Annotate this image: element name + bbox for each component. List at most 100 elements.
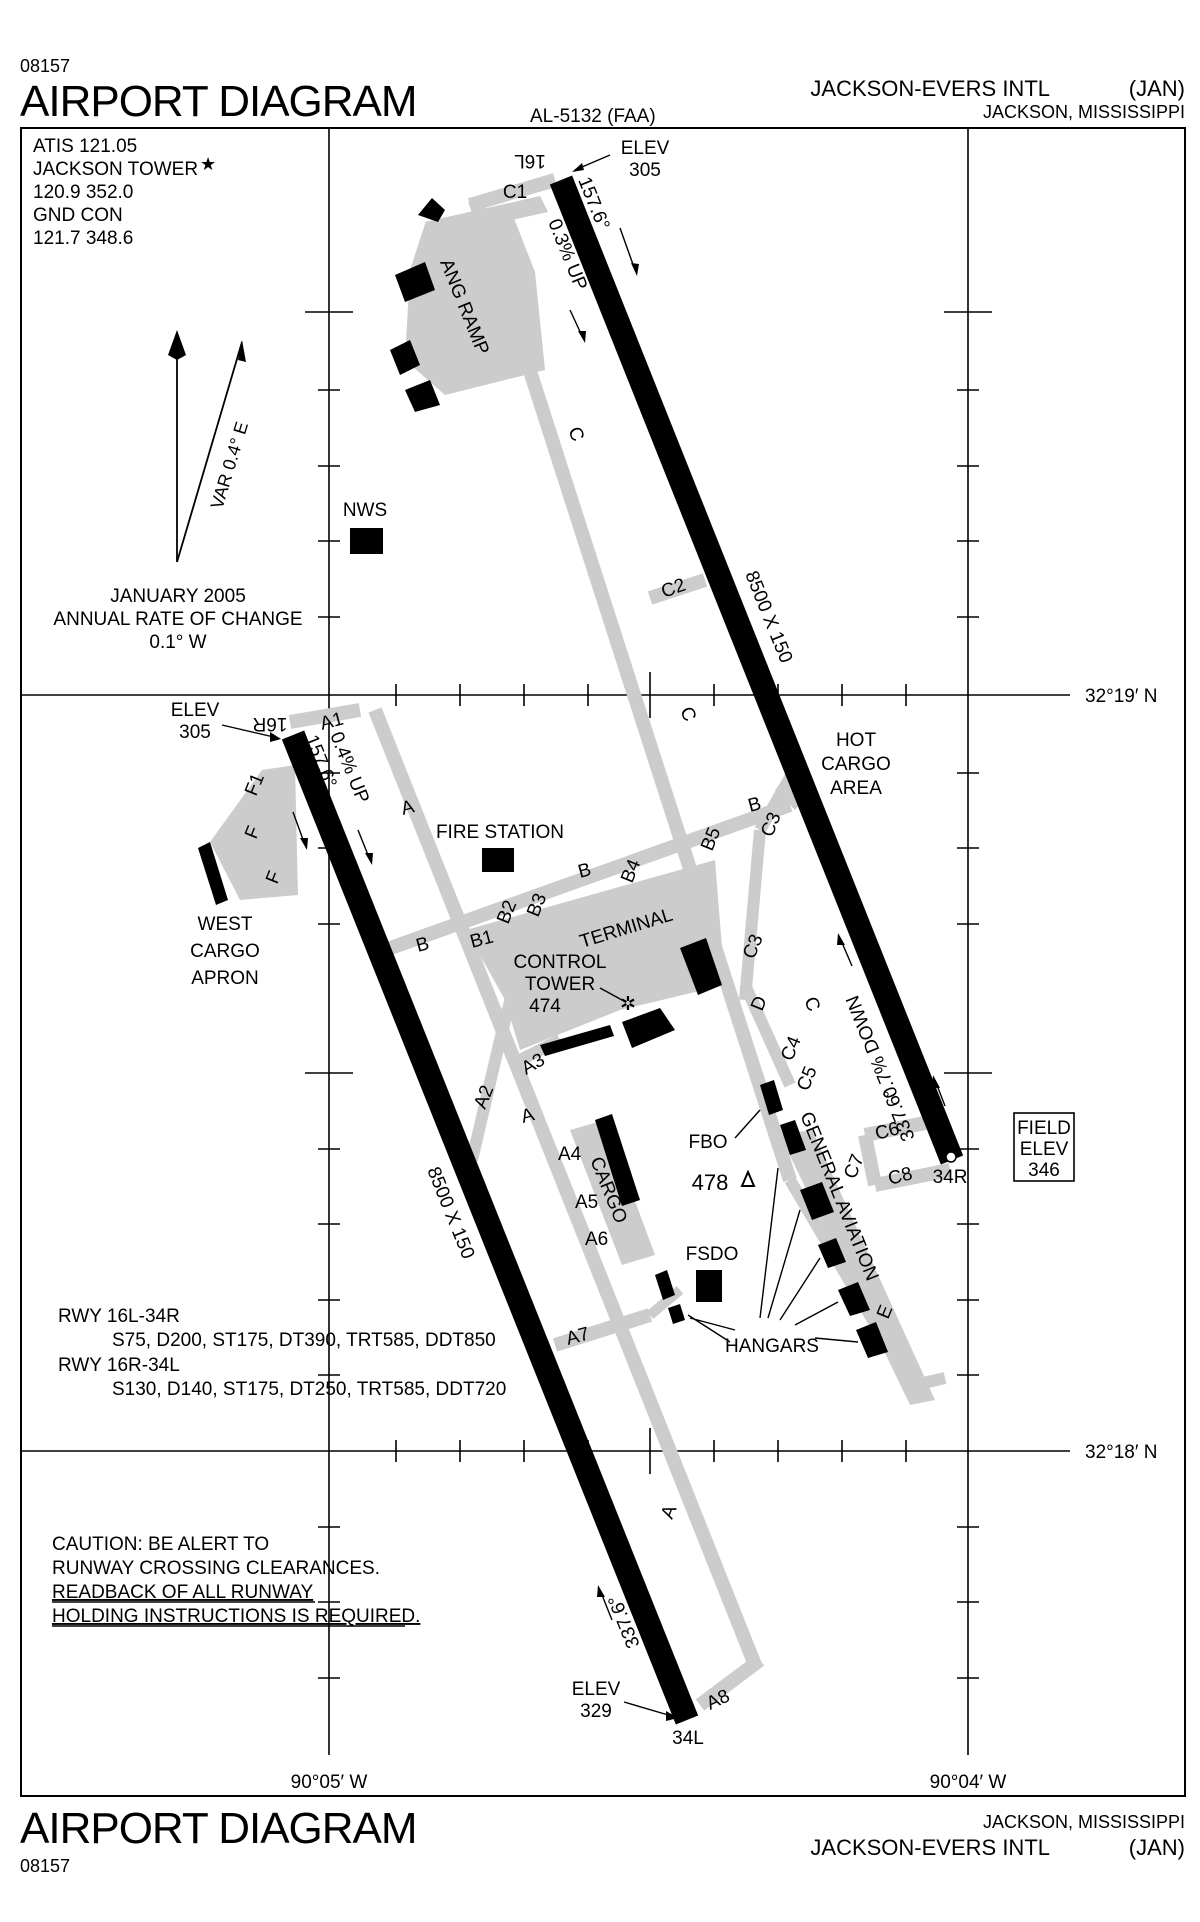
ang-ramp-area: [405, 208, 545, 395]
taxiway-label-c-south: C: [799, 994, 824, 1015]
ga-building-1: [780, 1120, 806, 1155]
field-elevation-point: [945, 1151, 957, 1163]
elev-label-34L: ELEV: [572, 1679, 621, 1700]
north-arrow: [168, 330, 246, 563]
airport-name-top: JACKSON-EVERS INTL: [810, 76, 1050, 101]
ga-hangar-3: [856, 1322, 888, 1358]
runway-16R-label: 16R: [253, 713, 288, 734]
control-tower-star-icon: ✲: [620, 994, 636, 1015]
west-cargo-apron-area: [210, 765, 298, 900]
hangar-pointer-lines: [687, 1167, 859, 1343]
buildings: [198, 198, 888, 1358]
airport-name-bottom: JACKSON-EVERS INTL: [810, 1835, 1050, 1860]
elev-label-16L: ELEV: [621, 138, 670, 159]
nws-building: [350, 528, 383, 554]
west-cargo-building: [198, 842, 228, 905]
ang-building-2: [395, 262, 435, 302]
nws-label: NWS: [343, 500, 387, 521]
taxiway-label-b-mid: B: [576, 859, 594, 883]
taxiway-label-a-mid: A: [519, 1104, 537, 1128]
rwy2-strength: S130, D140, ST175, DT250, TRT585, DDT720: [112, 1379, 506, 1400]
field-elev-line2: ELEV: [1020, 1139, 1069, 1160]
taxiway-a: [368, 707, 762, 1668]
city-state-top: JACKSON, MISSISSIPPI: [983, 102, 1185, 122]
terminal-ramp-area: [466, 860, 725, 1050]
taxiway-label-a6: A6: [585, 1229, 608, 1250]
taxiway-label-a-north: A: [399, 796, 417, 820]
hot-cargo-label-2: CARGO: [821, 754, 891, 775]
control-tower-label-2: TOWER: [525, 974, 595, 995]
taxiway-label-c-mid: C: [675, 704, 700, 725]
fire-station-building: [482, 848, 514, 872]
ang-building-4: [405, 380, 440, 412]
control-tower-height: 474: [529, 996, 561, 1017]
chart-title-top: AIRPORT DIAGRAM: [20, 77, 417, 126]
caution-line-1: CAUTION: BE ALERT TO: [52, 1534, 269, 1555]
taxiway-label-a5: A5: [575, 1192, 598, 1213]
caution-line-2: RUNWAY CROSSING CLEARANCES.: [52, 1558, 380, 1579]
ang-building-3: [390, 340, 420, 375]
hot-cargo-label-1: HOT: [836, 730, 877, 751]
terminal-concourse: [540, 1025, 614, 1056]
rwy1-label: RWY 16L-34R: [58, 1306, 180, 1327]
fbo-label: FBO: [688, 1132, 727, 1153]
city-state-bottom: JACKSON, MISSISSIPPI: [983, 1812, 1185, 1832]
control-tower-building: [622, 1008, 675, 1048]
longitude-label-right: 90°04′ W: [930, 1772, 1007, 1793]
tower-part-time-star-icon: ★: [200, 154, 216, 174]
airport-id-top: (JAN): [1129, 76, 1185, 101]
control-tower-label: CONTROL: [514, 952, 607, 973]
al-number: AL-5132 (FAA): [530, 106, 656, 127]
ga-building-2: [800, 1182, 834, 1220]
taxiway-label-c5: C5: [793, 1063, 822, 1093]
obstacle-icon: [740, 1169, 756, 1187]
fsdo-label: FSDO: [686, 1244, 739, 1265]
field-elev-line1: FIELD: [1017, 1118, 1071, 1139]
elev-value-34L: 329: [580, 1701, 612, 1722]
elev-value-16L: 305: [629, 160, 661, 181]
hangars-label: HANGARS: [725, 1336, 819, 1357]
west-cargo-label-3: APRON: [191, 968, 259, 989]
caution-line-3: READBACK OF ALL RUNWAY: [52, 1582, 313, 1603]
rwy2-label: RWY 16R-34L: [58, 1355, 180, 1376]
taxiway-label-b-west: B: [414, 933, 432, 957]
tower-frequencies: 120.9 352.0: [33, 182, 133, 203]
taxiway-label-c1: C1: [503, 182, 527, 203]
cargo-building: [595, 1114, 640, 1206]
latitude-label-upper: 32°19′ N: [1085, 686, 1157, 707]
west-cargo-label-1: WEST: [198, 914, 253, 935]
magnetic-variation-label: VAR 0.4° E: [207, 419, 252, 511]
chart-title-bottom: AIRPORT DIAGRAM: [20, 1804, 417, 1853]
taxiway-label-b-east: B: [746, 793, 764, 817]
fire-station-label: FIRE STATION: [436, 822, 564, 843]
ground-control-name: GND CON: [33, 205, 123, 226]
grid-ticks: [305, 311, 992, 1679]
elev-label-16R: ELEV: [171, 700, 220, 721]
annual-rate-value: 0.1° W: [149, 632, 206, 653]
taxiway-label-c-north: C: [563, 424, 588, 445]
variation-date: JANUARY 2005: [110, 586, 246, 607]
runway-16L-34R: [549, 175, 964, 1165]
tower-name: JACKSON TOWER: [33, 159, 198, 180]
ga-hangar-2: [838, 1282, 870, 1316]
field-elevation-box: [1013, 1112, 1075, 1182]
obstacle-elevation: 478: [692, 1170, 729, 1195]
fsdo-building: [696, 1270, 722, 1302]
chart-number-top: 08157: [20, 56, 70, 76]
caution-line-4: HOLDING INSTRUCTIONS IS REQUIRED.: [52, 1606, 420, 1627]
runway-34R-label: 34R: [933, 1167, 968, 1188]
taxiway-label-a-south: A: [657, 1502, 681, 1522]
hangar-small-1: [655, 1270, 675, 1300]
longitude-label-left: 90°05′ W: [291, 1772, 368, 1793]
terminal-building-east: [680, 938, 722, 995]
map-frame: [20, 127, 1186, 1797]
taxiway-label-c8: C8: [886, 1163, 915, 1190]
latitude-label-lower: 32°18′ N: [1085, 1442, 1157, 1463]
airport-id-bottom: (JAN): [1129, 1835, 1185, 1860]
atis-frequency: ATIS 121.05: [33, 136, 137, 157]
ang-building-1: [418, 198, 445, 222]
runway-16R-34L: [281, 730, 699, 1725]
fbo-building: [760, 1080, 783, 1115]
rwy1-strength: S75, D200, ST175, DT390, TRT585, DDT850: [112, 1330, 496, 1351]
